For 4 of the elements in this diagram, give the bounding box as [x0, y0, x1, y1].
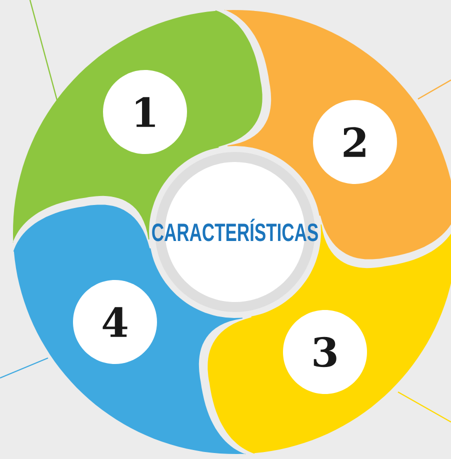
leader-line: [398, 391, 451, 423]
leader-line: [29, 0, 58, 100]
leader-line: [418, 79, 451, 100]
leader-line: [0, 357, 48, 379]
